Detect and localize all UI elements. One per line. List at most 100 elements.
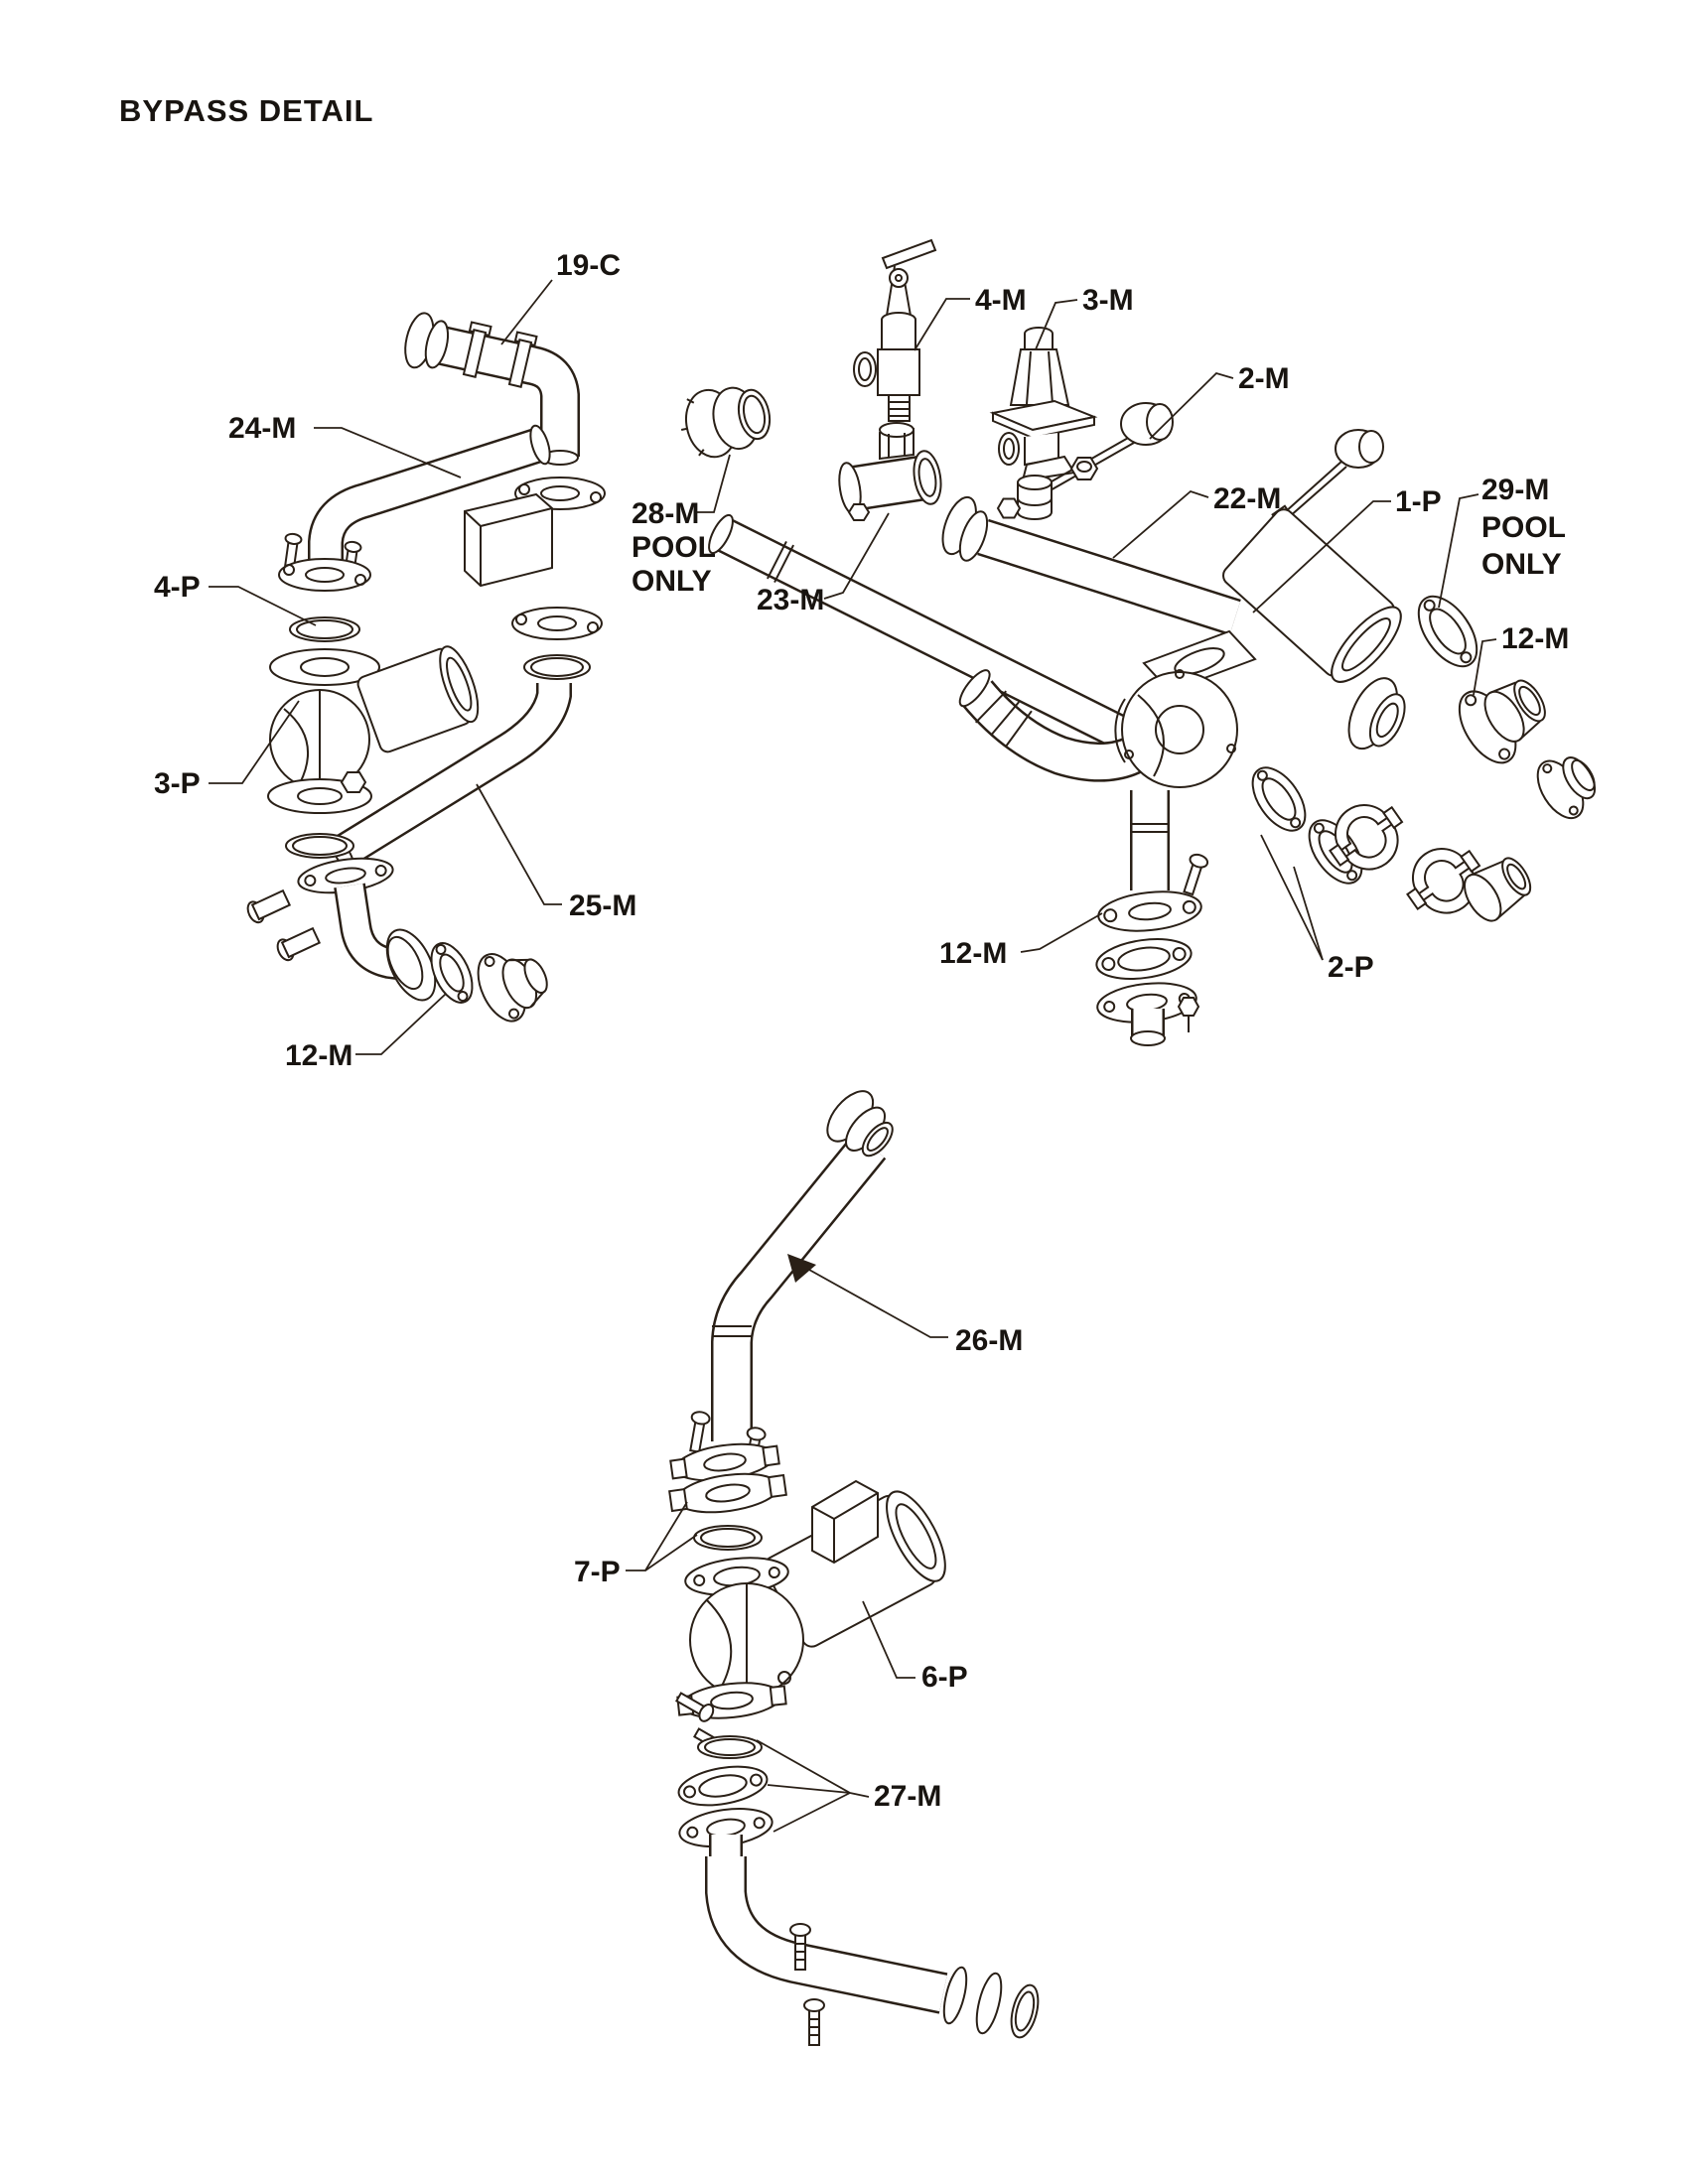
valve-column [464, 477, 606, 680]
leader-1p [1252, 500, 1391, 614]
leader-12m-left [355, 993, 447, 1055]
leader-4m [914, 298, 970, 351]
pump-3p [267, 645, 480, 814]
page-title: BYPASS DETAIL [119, 93, 373, 128]
leader-27m-a [756, 1739, 870, 1798]
leader-2m [1149, 371, 1234, 440]
leader-28m [695, 454, 731, 513]
label-12m-bottom: 12-M [939, 937, 1007, 970]
label-28m: 28-M [632, 497, 699, 530]
o-ring [697, 1735, 763, 1759]
o-ring-4p [289, 616, 360, 642]
leader-4p [209, 586, 317, 626]
label-27m: 27-M [874, 1780, 941, 1813]
leader-12m-bottom [1020, 912, 1103, 953]
label-12m-right: 12-M [1501, 622, 1569, 655]
u-hose [958, 669, 1151, 782]
label-24m: 24-M [228, 412, 296, 445]
leader-7p-b [644, 1534, 698, 1571]
leader-6p [862, 1600, 915, 1679]
label-28m-note1: POOL [632, 531, 716, 564]
union-28m [680, 386, 772, 459]
label-28m-note2: ONLY [632, 565, 712, 598]
valve-actuator-box [464, 492, 553, 588]
clamp-couplings [1329, 756, 1597, 922]
assembly-left-bypass [246, 312, 606, 1023]
label-1p: 1-P [1395, 485, 1442, 518]
tee-23m [838, 422, 942, 521]
gasket [1095, 938, 1193, 980]
pressure-valve-3m [989, 327, 1098, 482]
label-2m: 2-M [1238, 362, 1290, 395]
leader-24m [314, 427, 462, 478]
label-2p: 2-P [1328, 951, 1374, 984]
leader-12m-right [1473, 638, 1497, 696]
gasket [677, 1765, 769, 1807]
pump-6p [684, 1479, 946, 1698]
pipe-12m-bottom [1095, 790, 1209, 1046]
pipe-22m [941, 495, 1241, 636]
relief-valve-4m [853, 238, 937, 422]
elbow-19c [404, 312, 580, 466]
leader-2p-b [1293, 866, 1324, 961]
o-ring [693, 1525, 763, 1551]
pump-outlet-flange [1347, 677, 1406, 751]
part-labels: 19-C 24-M 4-P 3-P 25-M 12-M 28-M POOL ON… [154, 249, 1569, 1813]
label-29m: 29-M [1481, 474, 1549, 506]
gasket [430, 942, 474, 1004]
bushing [1017, 475, 1053, 520]
leader-19c [500, 279, 553, 345]
assembly-bottom-pump [668, 1090, 1040, 2046]
bolt [789, 1923, 811, 1971]
leader-29m [1438, 493, 1479, 609]
flange-fitting [477, 953, 548, 1023]
leader-23m [823, 512, 890, 600]
parts-27m [675, 1682, 1040, 2046]
label-22m: 22-M [1213, 482, 1281, 515]
leader-26m [799, 1264, 948, 1338]
label-3m: 3-M [1082, 284, 1134, 317]
pipe-26m [711, 1090, 894, 1441]
leader-22m [1112, 489, 1209, 559]
gasket-29m [1417, 595, 1478, 668]
label-25m: 25-M [569, 889, 636, 922]
label-26m: 26-M [955, 1324, 1023, 1357]
label-12m-left: 12-M [285, 1039, 352, 1072]
hex-nut [1069, 457, 1099, 480]
o-ring [523, 654, 591, 680]
flange [678, 1808, 774, 1847]
leader-25m [476, 783, 562, 905]
leader-3p [209, 700, 300, 784]
bolt [803, 1998, 825, 2046]
assembly-right-manifold [680, 238, 1597, 1046]
flange-12m-right [1458, 679, 1546, 764]
bolt [276, 926, 322, 962]
gaskets-2p [1251, 766, 1363, 885]
label-4m: 4-M [975, 284, 1027, 317]
o-ring [285, 833, 354, 859]
label-3p: 3-P [154, 767, 201, 800]
clamp-flange-7p [668, 1411, 787, 1551]
pump-1p [1114, 508, 1406, 788]
leader-7p-a [626, 1501, 688, 1571]
bolt [246, 888, 292, 924]
label-23m: 23-M [757, 584, 824, 616]
leader-27m-c [773, 1792, 851, 1833]
flange [511, 607, 603, 640]
leader-2p-a [1260, 834, 1324, 961]
label-7p: 7-P [574, 1556, 621, 1588]
leader-26m-arrowhead [787, 1254, 816, 1283]
leader-lines [209, 279, 1497, 1833]
leader-3m [1035, 299, 1078, 350]
label-29m-note2: ONLY [1481, 548, 1562, 581]
flange [278, 532, 371, 592]
flange [1097, 890, 1202, 932]
elbow-12m-left [246, 857, 548, 1023]
label-6p: 6-P [921, 1661, 968, 1694]
label-19c: 19-C [556, 249, 621, 282]
label-4p: 4-P [154, 571, 201, 604]
pipe-24m [308, 424, 551, 562]
pipe-lower [708, 513, 1145, 757]
